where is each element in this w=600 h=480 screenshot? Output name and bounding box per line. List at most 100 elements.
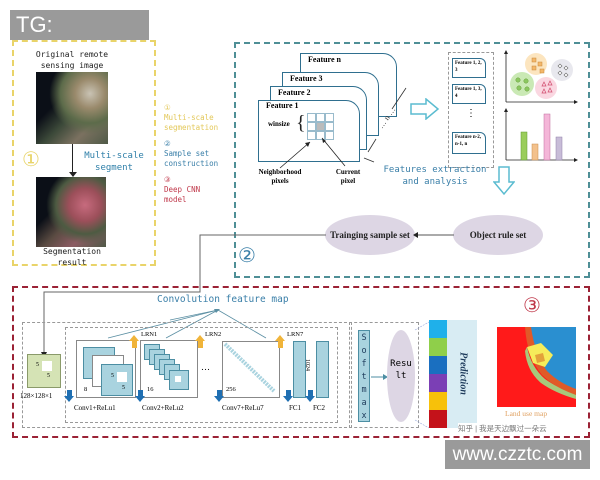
conv2-label: Conv2+ReLu2 <box>142 404 184 412</box>
legend-num-1: ① <box>164 103 171 112</box>
conv1-pool-arrow-icon <box>67 390 72 397</box>
feature-2-label: Feature 2 <box>278 88 311 97</box>
input-kernel-size-a: 5 <box>36 362 39 368</box>
legend-line1-2: Sample set <box>164 149 210 158</box>
cluster-scatter-plot <box>504 50 578 104</box>
current-pixel-cell <box>316 122 325 131</box>
feature-group-1: Feature 1, 2, 3 <box>452 58 486 78</box>
land-use-map <box>497 327 576 407</box>
object-rule-set-node: Object rule set <box>453 215 543 255</box>
feature-group-2: Feature 1, 3, 4 <box>452 84 486 104</box>
original-label-line-2: sensing image <box>40 61 104 70</box>
softmax-to-result-arrow <box>371 374 388 380</box>
section-1-number: ① <box>22 149 40 171</box>
conv1-depth: 8 <box>84 386 88 393</box>
feature-group-3: Feature n-2, n-1, n <box>452 132 486 154</box>
lrn1-arrow-head <box>129 335 139 341</box>
features-extraction-label: Features extraction and analysis <box>380 164 490 188</box>
conv1-kernel <box>117 372 127 382</box>
section-3-number: ③ <box>523 295 541 317</box>
section-2-number: ② <box>238 245 256 267</box>
conv2-depth: 16 <box>147 386 154 393</box>
watermark-top-left: TG: MYYJJPP <box>10 10 149 67</box>
conv7-fmaps <box>223 342 276 393</box>
fc2-layer <box>316 341 329 398</box>
fc-units-label: 1024 <box>304 359 310 371</box>
down-arrow-icon <box>493 166 515 196</box>
neighborhood-pixels-label: Neighborhood pixels <box>250 168 310 186</box>
segmentation-result-image <box>36 177 106 247</box>
conv2-pool-arrow-head <box>135 396 145 402</box>
watermark-bottom-right: www.czztc.com <box>445 440 590 469</box>
conv1-kernel-size-b: 5 <box>122 385 125 391</box>
process-line-2: segment <box>95 163 133 173</box>
fc1-arrow-head <box>283 396 293 402</box>
legend: ① Multi-scale segmentation ② Sample set … <box>164 103 234 205</box>
result-node <box>387 330 415 422</box>
conv1-label: Conv1+ReLu1 <box>74 404 116 412</box>
legend-num-3: ③ <box>164 175 171 184</box>
fc2-arrow-icon <box>308 390 313 397</box>
prediction-color-2 <box>429 338 447 356</box>
svg-text:… n …: … n … <box>376 105 397 130</box>
prediction-panel <box>447 320 477 428</box>
prediction-color-5 <box>429 392 447 410</box>
input-kernel <box>42 361 52 371</box>
legend-item-1: ① Multi-scale segmentation <box>164 103 234 133</box>
legend-line1-3: Deep CNN <box>164 185 201 194</box>
current-line-2: pixel <box>340 177 356 185</box>
original-image-label: Original remote sensing image <box>32 49 112 71</box>
down-arrow-line <box>72 144 73 174</box>
down-arrow-head <box>69 172 77 177</box>
feature-map-pointer-lines <box>107 309 267 339</box>
vertical-ellipsis: ⋮ <box>466 108 476 119</box>
legend-item-2: ② Sample set construction <box>164 139 234 169</box>
lrn2-arrow-head <box>195 335 205 341</box>
right-arrow-icon <box>410 98 440 120</box>
input-size-label: 128×128×1 <box>20 392 53 400</box>
prediction-color-bar <box>429 320 447 428</box>
n-dimension-indicator: … n … <box>363 87 407 163</box>
neighborhood-line-1: Neighborhood <box>258 168 302 176</box>
process-line-1: Multi-scale <box>84 151 144 161</box>
section-3-box <box>12 286 590 438</box>
multi-scale-segment-label: Multi-scale segment <box>80 150 148 174</box>
conv7-depth: 256 <box>226 386 236 393</box>
softmax-layer: Softmax <box>358 330 370 422</box>
source-credit: 知乎 | 我是天边飘过一朵云 <box>458 423 547 434</box>
prediction-color-6 <box>429 410 447 428</box>
lrn2-label: LRN2 <box>205 331 222 338</box>
result-label-line-1: Segmentation <box>43 247 101 256</box>
legend-num-2: ② <box>164 139 171 148</box>
original-satellite-image <box>36 72 108 144</box>
layers-ellipsis: … <box>201 362 210 372</box>
conv1-pool-arrow-head <box>64 396 74 402</box>
input-kernel-size-b: 5 <box>47 373 50 379</box>
feature-1-label: Feature 1 <box>266 101 299 110</box>
prediction-color-1 <box>429 320 447 338</box>
cnn-layers-box <box>65 327 338 423</box>
feature-bar-chart <box>504 108 578 162</box>
lrn1-arrow-icon <box>132 341 137 348</box>
classifier-box <box>349 322 419 428</box>
fc1-layer <box>293 341 306 398</box>
input-image <box>27 354 61 388</box>
conv2-pool-arrow-icon <box>138 390 143 397</box>
rule-to-training-arrow <box>413 232 454 238</box>
current-line-1: Current <box>335 168 361 176</box>
conv7-pool-arrow-icon <box>217 390 222 397</box>
prediction-color-4 <box>429 374 447 392</box>
lrn7-arrow-head <box>275 335 285 341</box>
fc2-label: FC2 <box>313 404 326 412</box>
conv2-kernel <box>175 376 181 382</box>
conv7-pool-arrow-head <box>214 396 224 402</box>
training-sample-set-node: Trainging sample set <box>325 215 415 255</box>
convolution-feature-map-title: Convolution feature map <box>157 294 289 305</box>
pixel-grid <box>307 113 334 140</box>
lrn2-arrow-icon <box>198 341 203 348</box>
original-label-line-1: Original remote <box>35 50 109 59</box>
neighborhood-line-2: pixels <box>271 177 289 185</box>
prediction-label: Prediction <box>457 352 469 395</box>
current-pixel-label: Current pixel <box>328 168 368 186</box>
cnn-outer-box <box>22 322 352 428</box>
